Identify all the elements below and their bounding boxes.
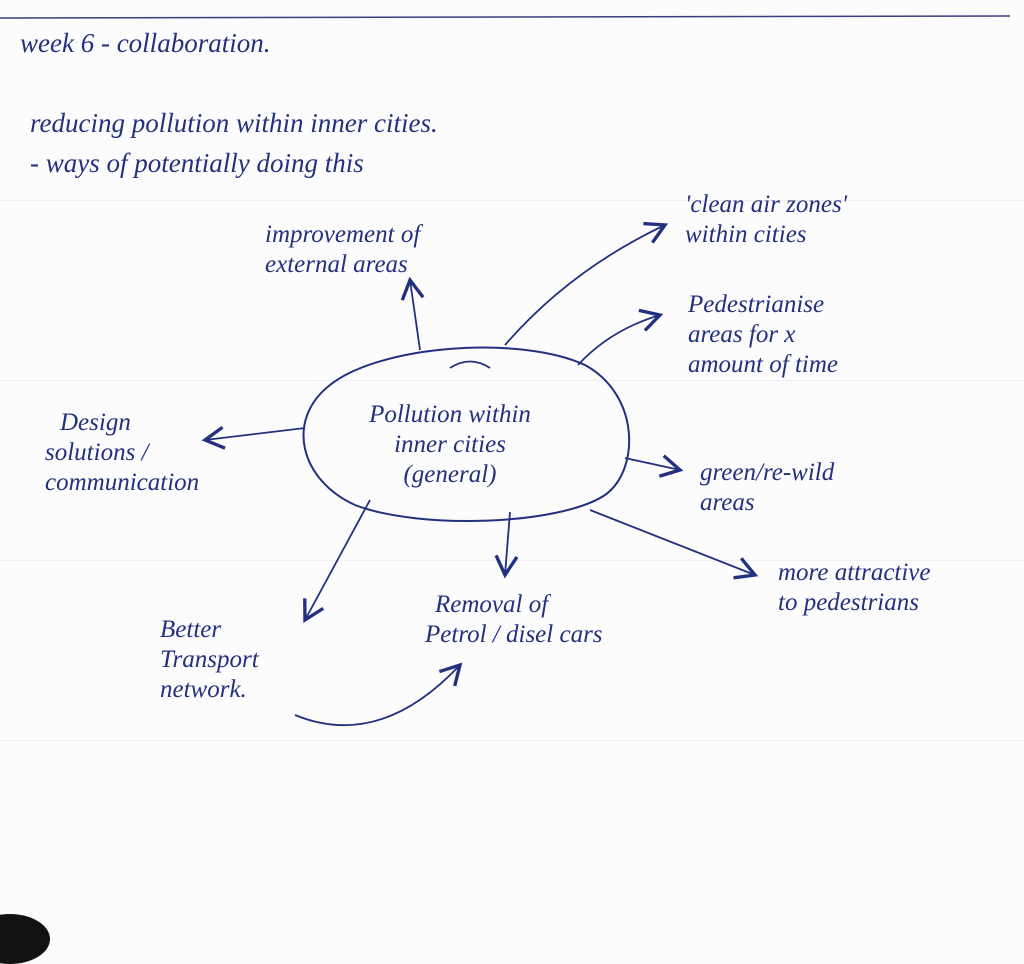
ruled-line — [0, 380, 1024, 381]
top-rule — [0, 15, 1011, 19]
arrow-improvement — [400, 276, 425, 351]
arrow-clean-air — [504, 221, 669, 346]
topic-line-2: - ways of potentially doing this — [30, 148, 364, 178]
center-tick — [449, 360, 491, 369]
arrow-attractive — [589, 509, 759, 580]
arrow-transport-to-removal — [294, 662, 463, 727]
topic-line-1: reducing pollution within inner cities. — [30, 108, 438, 138]
arrow-transport — [303, 499, 371, 624]
center-node-outline — [302, 346, 631, 522]
arrow-removal — [494, 511, 519, 579]
arrow-green — [624, 454, 684, 478]
mind-map-lines — [0, 15, 1011, 727]
arrow-design — [201, 425, 306, 450]
branch-clean-air-zones: 'clean air zones'within cities — [685, 191, 848, 248]
page-title: week 6 - collaboration. — [20, 28, 271, 58]
ruled-line — [0, 200, 1024, 201]
arrow-pedestrianise — [577, 308, 664, 366]
ruled-line — [0, 740, 1024, 741]
